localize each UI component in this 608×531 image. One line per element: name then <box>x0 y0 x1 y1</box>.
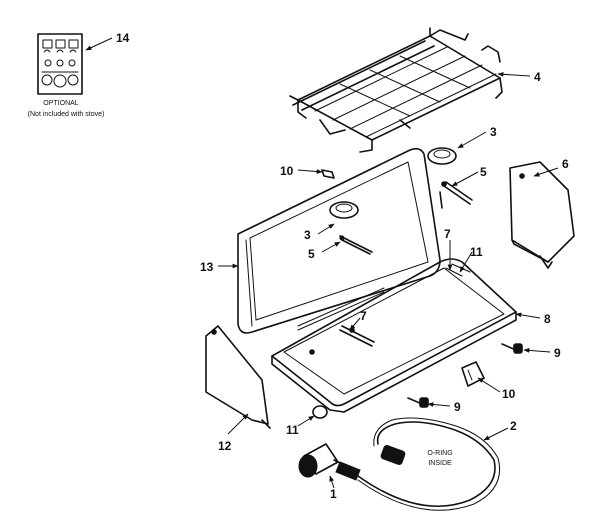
fuel-regulator <box>298 443 361 481</box>
leader-lines <box>85 37 559 489</box>
oring-note: O-RING INSIDE <box>427 450 452 467</box>
callout-4: 4 <box>534 70 541 84</box>
callout-11-lower: 11 <box>286 423 299 437</box>
hinge-clip-top <box>321 169 335 179</box>
control-knob-small <box>312 405 328 419</box>
stove-lid <box>237 147 441 334</box>
callout-10-lower: 10 <box>502 387 516 401</box>
callout-6: 6 <box>562 157 569 171</box>
oring-note-line2: INSIDE <box>428 460 452 467</box>
optional-subtitle: (Not included with stove) <box>28 111 105 118</box>
base-pan <box>271 258 517 413</box>
callout-7-right: 7 <box>444 227 451 241</box>
lid-burner <box>329 201 373 255</box>
fuel-hose <box>357 417 500 511</box>
burner-cap <box>427 147 457 165</box>
callout-11-right: 11 <box>470 245 483 259</box>
screw-right <box>501 343 523 354</box>
pan-burner-tube <box>339 325 375 347</box>
callout-9-lower: 9 <box>454 400 461 414</box>
screw-lower <box>407 397 429 408</box>
hinge-bracket-lower <box>461 361 485 387</box>
cooking-grate <box>289 27 503 153</box>
callout-9-right: 9 <box>554 346 561 360</box>
callout-7-pan: 7 <box>360 309 367 323</box>
callout-8: 8 <box>544 312 551 326</box>
oring-note-line1: O-RING <box>427 450 452 457</box>
burner-tube <box>439 181 473 209</box>
callout-3-right: 3 <box>490 125 497 139</box>
callout-5-right: 5 <box>480 165 487 179</box>
callout-1: 1 <box>330 487 337 501</box>
optional-title: OPTIONAL <box>43 100 79 107</box>
callout-13: 13 <box>200 260 214 274</box>
callout-5-lid: 5 <box>308 247 315 261</box>
wind-shield-left <box>205 325 271 429</box>
optional-accessory-card: OPTIONAL (Not included with stove) <box>28 33 105 118</box>
callout-10-top: 10 <box>280 164 294 178</box>
callout-14: 14 <box>116 31 130 45</box>
wind-shield-side <box>509 161 575 269</box>
callout-2: 2 <box>510 419 517 433</box>
callout-3-lid: 3 <box>304 228 311 242</box>
callout-12: 12 <box>218 439 232 453</box>
callout-numbers: 14 4 3 5 6 10 3 5 13 7 11 7 8 9 10 9 11 … <box>116 31 569 501</box>
